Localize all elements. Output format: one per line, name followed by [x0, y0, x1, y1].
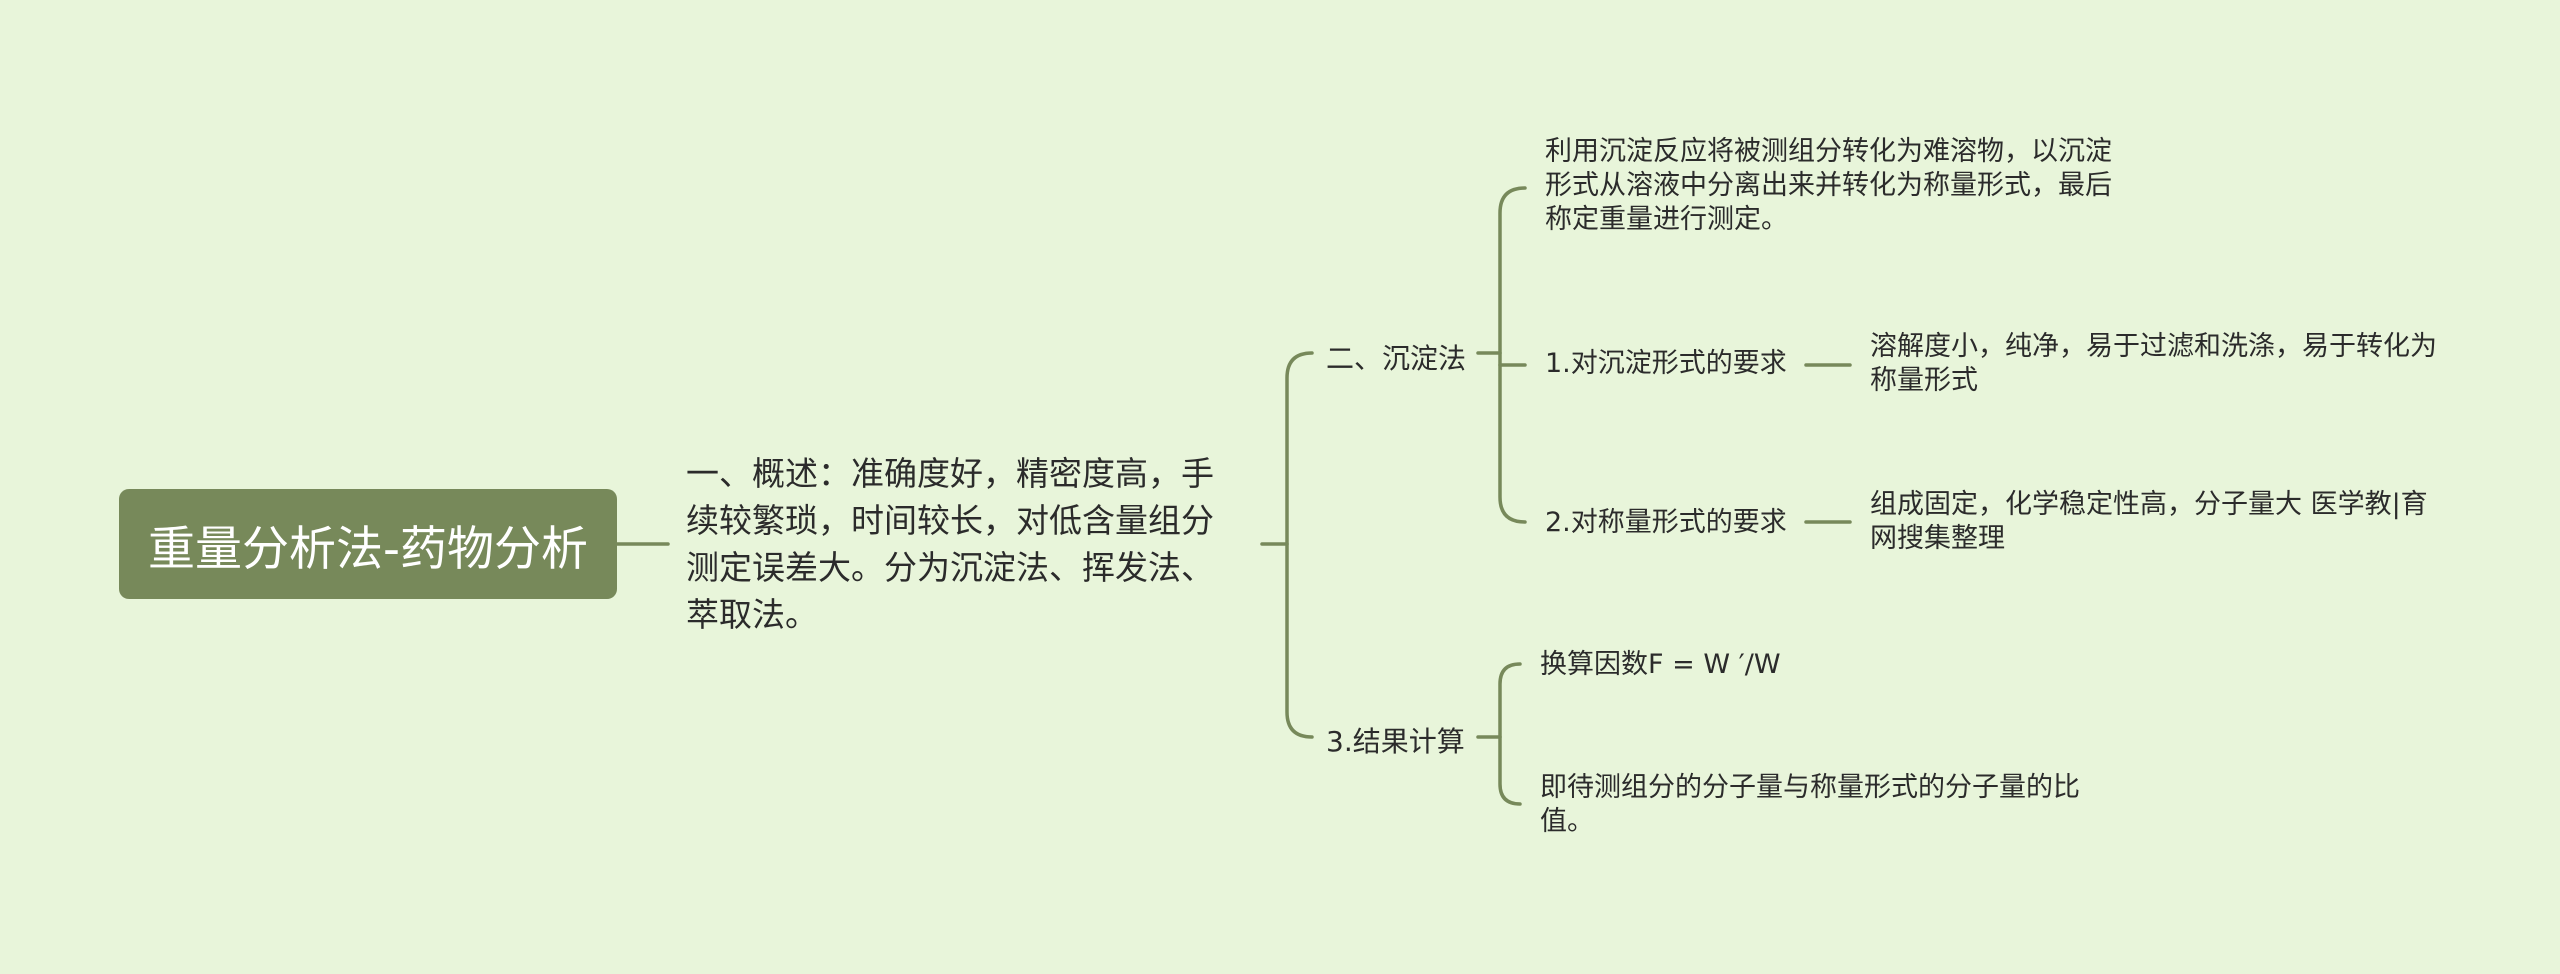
- precipitation-node[interactable]: 二、沉淀法: [1326, 342, 1467, 375]
- conversion-factor-formula[interactable]: 换算因数F = W ′/W: [1540, 649, 1781, 680]
- precipitation-requirement-2-detail[interactable]: 组成固定，化学稳定性高，分子量大 医学教|育网搜集整理: [1870, 489, 2428, 554]
- root-topic[interactable]: 重量分析法-药物分析: [119, 489, 617, 599]
- precipitation-requirement-2[interactable]: 2.对称量形式的要求: [1545, 507, 1787, 538]
- overview-node[interactable]: 一、概述：准确度好，精密度高，手续较繁琐，时间较长，对低含量组分测定误差大。分为…: [686, 454, 1214, 634]
- conversion-factor-explanation[interactable]: 即待测组分的分子量与称量形式的分子量的比值。: [1540, 772, 2080, 837]
- result-calculation-node[interactable]: 3.结果计算: [1326, 725, 1465, 758]
- branch-level2: [1285, 351, 1314, 739]
- precipitation-definition[interactable]: 利用沉淀反应将被测组分转化为难溶物，以沉淀形式从溶液中分离出来并转化为称量形式，…: [1545, 136, 2112, 235]
- precipitation-requirement-1[interactable]: 1.对沉淀形式的要求: [1545, 348, 1787, 379]
- branch-result: [1498, 662, 1522, 806]
- branch-precip: [1498, 186, 1527, 524]
- precipitation-requirement-1-detail[interactable]: 溶解度小，纯净，易于过滤和洗涤，易于转化为称量形式: [1870, 331, 2437, 396]
